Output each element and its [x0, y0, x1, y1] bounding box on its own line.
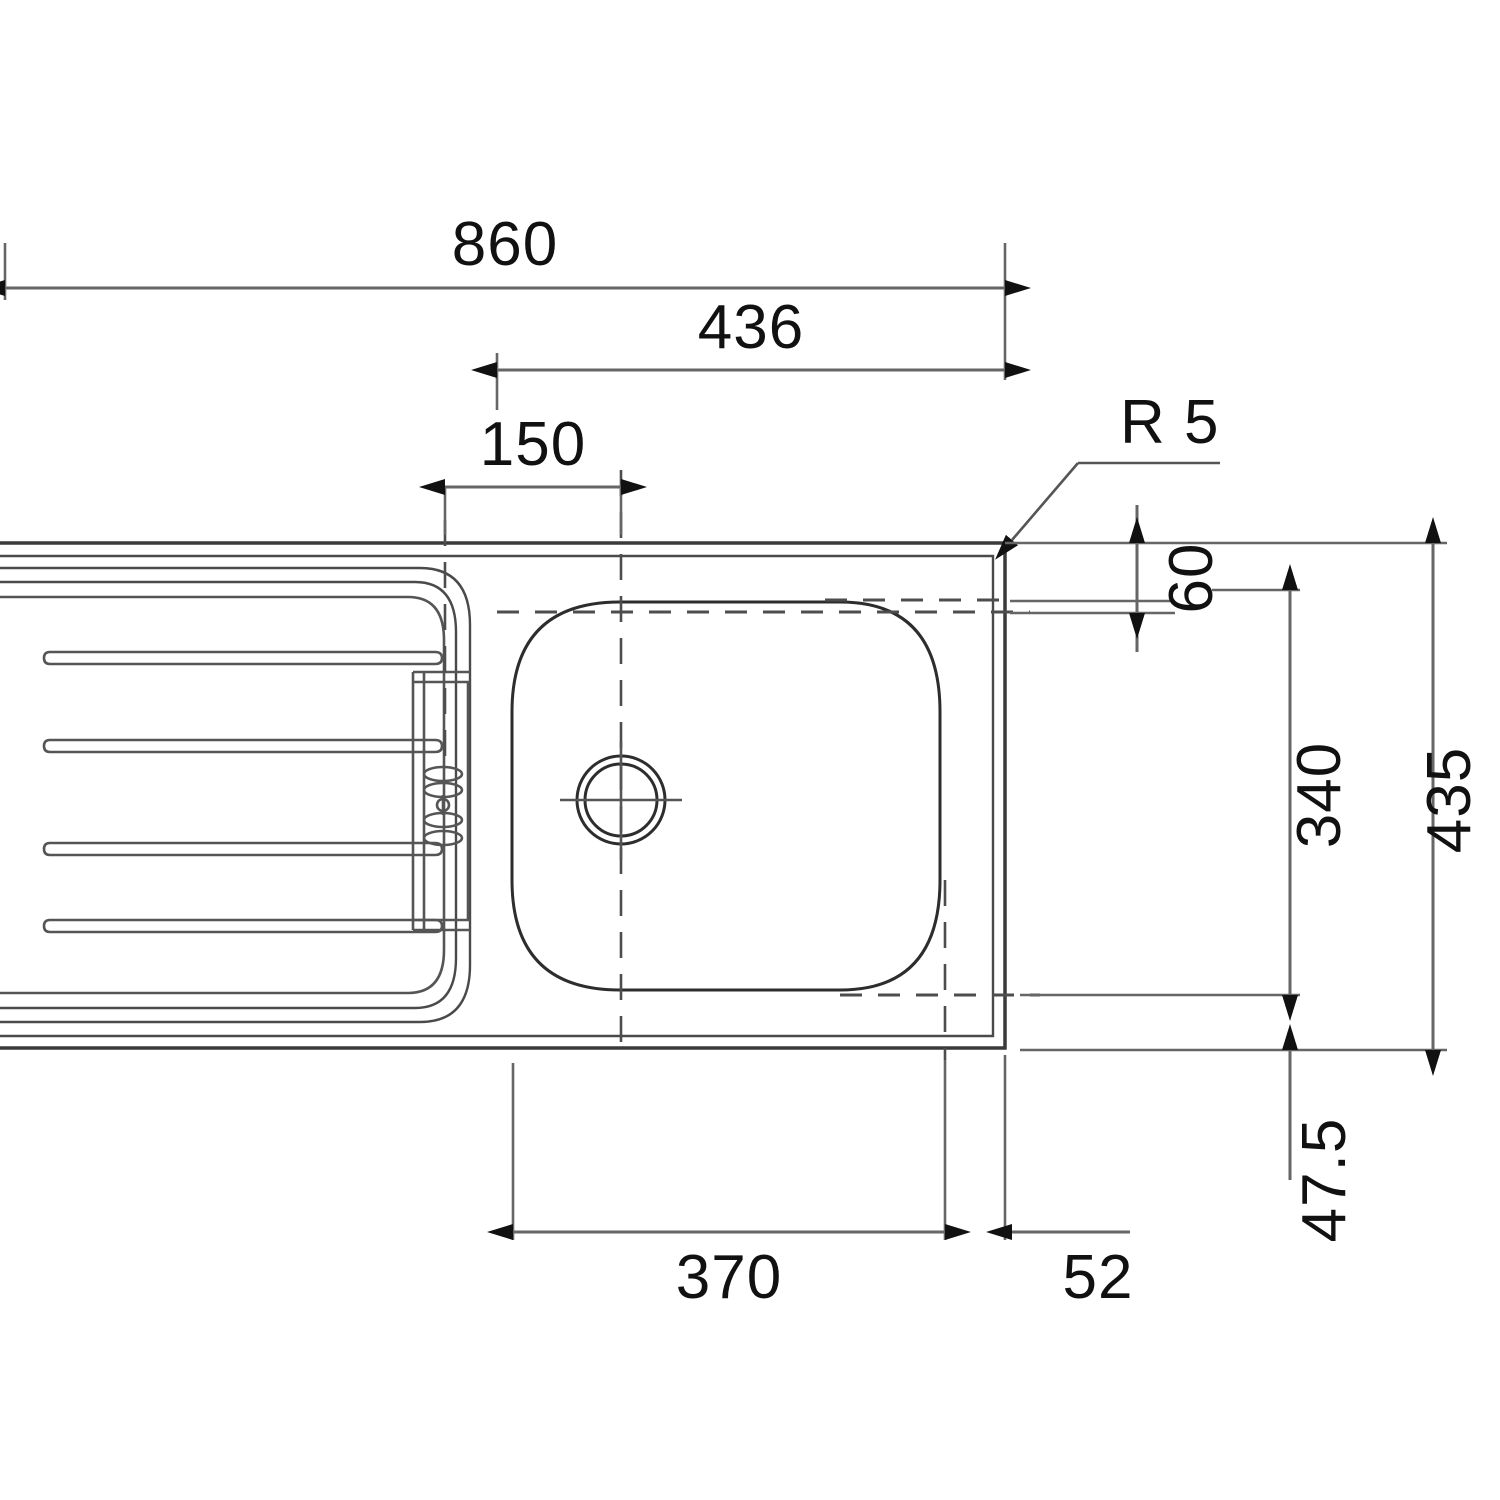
radius-callout-r5: R 5 [995, 388, 1220, 560]
dimension-label-436: 436 [698, 293, 804, 362]
dimension-label-340: 340 [1285, 742, 1354, 848]
dimension-label-52: 52 [1063, 1243, 1134, 1312]
dimension-label-435: 435 [1415, 747, 1484, 853]
dimension-47-5: 47.5 [1282, 1024, 1359, 1243]
dimension-52: 52 [986, 1055, 1134, 1312]
dimension-label-860: 860 [452, 210, 558, 279]
dimension-60: 60 [1005, 505, 1226, 652]
dimension-150: 150 [419, 410, 647, 535]
overflow-grille-icon [422, 765, 464, 847]
dimension-435: 435 [1020, 517, 1484, 1076]
dimension-label-370: 370 [676, 1243, 782, 1312]
drainboard-ribs [42, 650, 444, 934]
dimension-label-47-5: 47.5 [1290, 1118, 1359, 1243]
drainboard-channel [411, 670, 470, 932]
dimension-label-60: 60 [1157, 543, 1226, 614]
dimension-860: 860 [0, 210, 1031, 300]
dimension-340: 340 [1020, 564, 1354, 1021]
dimension-label-r5: R 5 [1120, 388, 1219, 457]
sink-body-outline [0, 541, 1007, 1050]
hidden-construction-lines [443, 470, 1040, 1060]
dimension-436: 436 [471, 293, 1031, 410]
dimension-label-150: 150 [480, 410, 586, 479]
drainboard [0, 566, 472, 1024]
dimension-370: 370 [487, 1060, 971, 1312]
bowl-drain-outlet [560, 742, 682, 860]
